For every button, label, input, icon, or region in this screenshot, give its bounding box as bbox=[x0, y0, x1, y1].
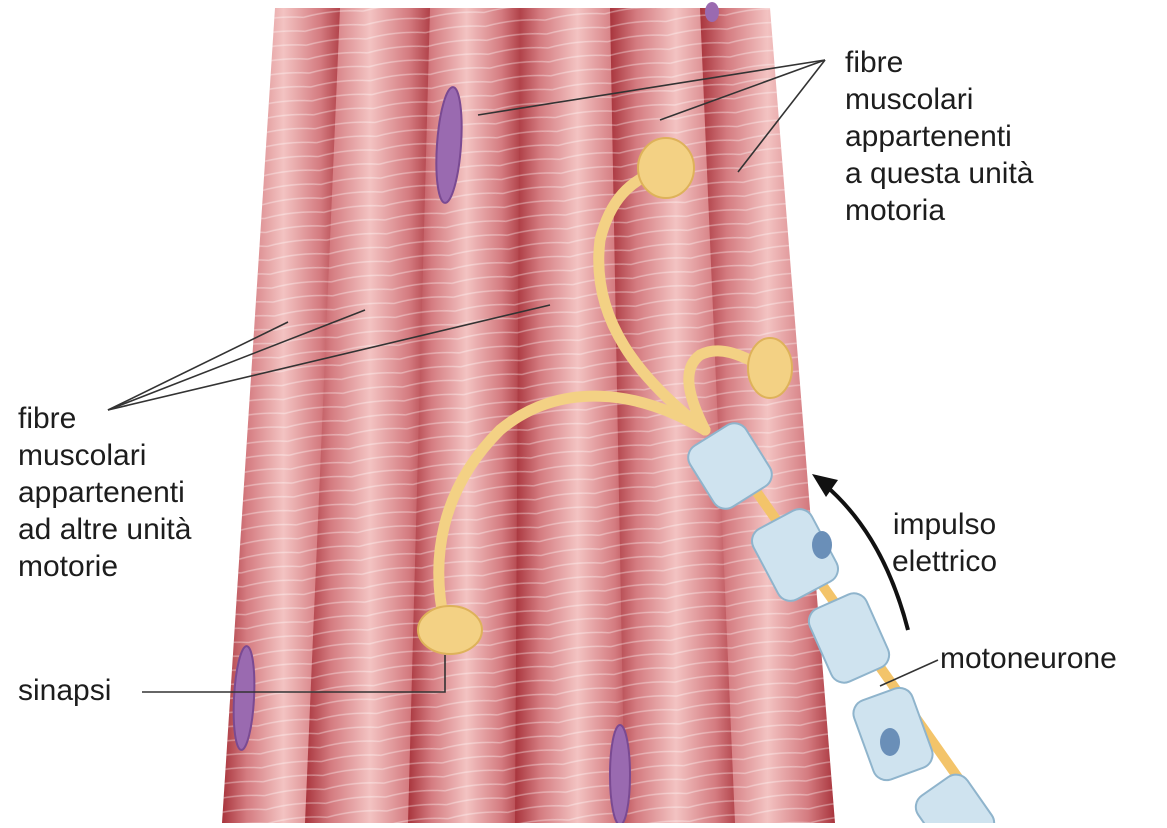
synaptic-terminal bbox=[638, 138, 694, 198]
synaptic-terminal bbox=[418, 606, 482, 654]
nucleus bbox=[610, 725, 630, 823]
label-fibers-this-unit: fibre muscolari appartenenti a questa un… bbox=[845, 44, 1033, 229]
schwann-nucleus bbox=[812, 531, 832, 559]
synaptic-terminal bbox=[748, 338, 792, 398]
label-electric-impulse: impulso elettrico bbox=[892, 506, 997, 580]
label-motoneuron: motoneurone bbox=[940, 640, 1117, 677]
nucleus bbox=[705, 2, 719, 22]
schwann-nucleus bbox=[880, 728, 900, 756]
myelin-segment bbox=[910, 769, 999, 823]
label-fibers-other-units: fibre muscolari appartenenti ad altre un… bbox=[18, 400, 191, 585]
label-synapse: sinapsi bbox=[18, 672, 111, 709]
